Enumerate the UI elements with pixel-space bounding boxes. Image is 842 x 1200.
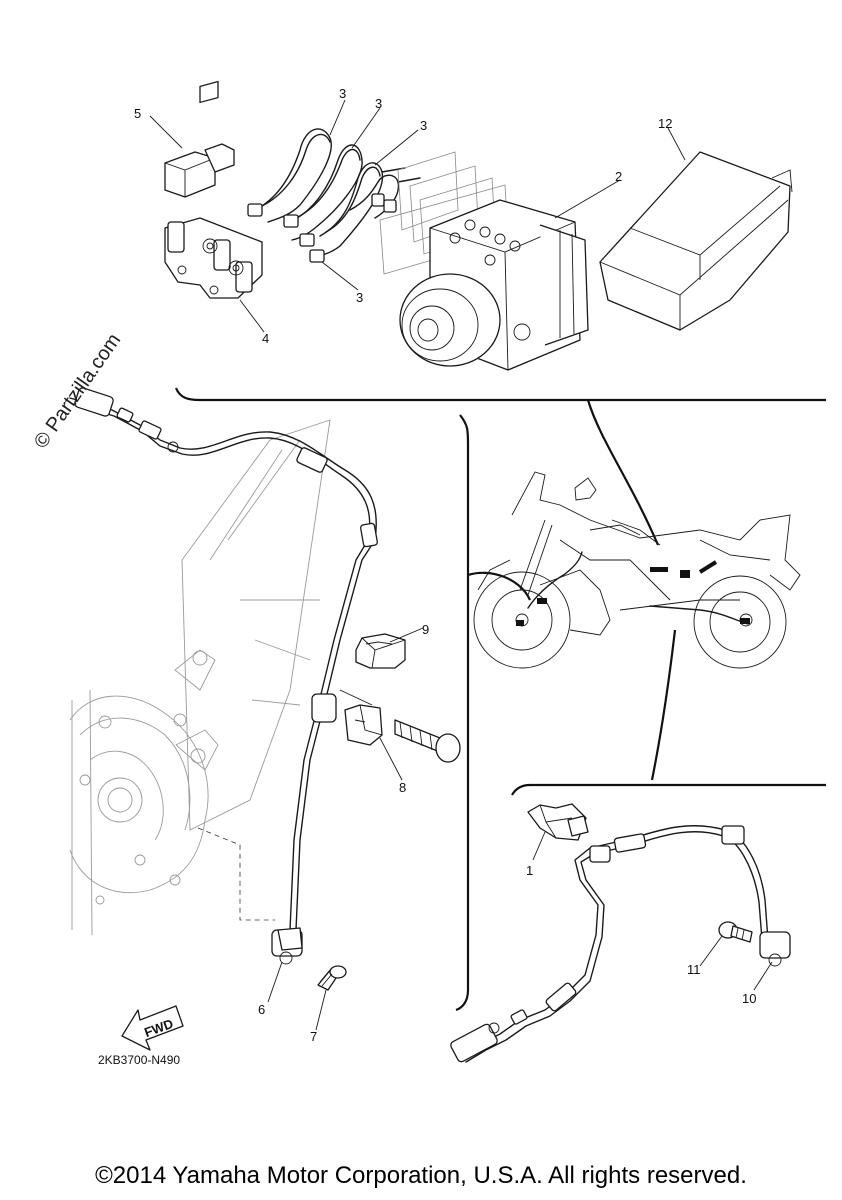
callout-11: 11 [687,962,701,977]
abs-hydraulic-unit-part-2 [399,199,589,371]
clamp-part-9 [355,633,406,669]
callout-3-a: 3 [339,86,346,101]
pipe-bracket-part-4 [164,217,263,299]
callout-4: 4 [262,331,269,346]
bracket-part-8 [339,689,461,763]
callout-2: 2 [615,169,622,184]
bolt-part-7 [317,965,347,991]
section-divider [455,399,826,1012]
motorcycle-silhouette [473,471,801,669]
rear-wheel-sensor-part-10 [450,825,791,1063]
abs-assembly-group [164,80,826,402]
callout-1: 1 [526,863,533,878]
bolt-part-11 [718,921,753,943]
front-fork-ghost [69,419,331,936]
fwd-arrow: FWD [121,1005,184,1051]
front-wheel-sensor-part-6 [69,387,378,965]
callout-5: 5 [134,106,141,121]
callout-8: 8 [399,780,406,795]
ecu-part-12 [599,151,793,331]
copyright-notice: ©2014 Yamaha Motor Corporation, U.S.A. A… [95,1162,747,1189]
callout-12: 12 [658,116,672,131]
leader-lines [149,99,773,1031]
callout-9: 9 [422,622,429,637]
callout-labels: 5 3 3 3 3 4 2 12 9 8 6 7 1 11 10 [134,86,756,1044]
callout-10: 10 [742,991,756,1006]
diagram-code: 2KB3700-N490 [98,1053,180,1067]
callout-3-d: 3 [356,290,363,305]
top-section-bracket [174,387,826,402]
callout-3-b: 3 [375,96,382,111]
callout-3-c: 3 [420,118,427,133]
callout-7: 7 [310,1029,317,1044]
callout-6: 6 [258,1002,265,1017]
clip-part-1 [527,803,589,841]
brake-pipes-part-3 [247,128,421,263]
coupler-part-5 [164,80,235,198]
